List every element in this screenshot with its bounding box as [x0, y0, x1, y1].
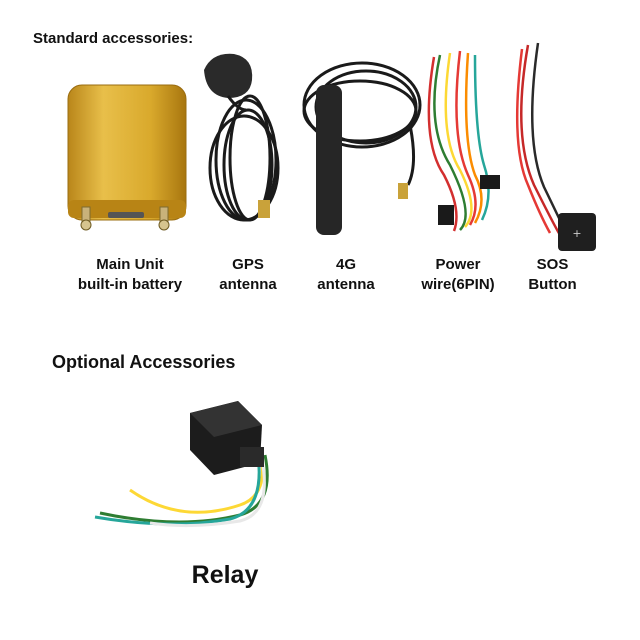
- power-wire-image: [427, 50, 500, 232]
- 4g-antenna-image: [302, 61, 422, 235]
- power-wire-caption: Power wire(6PIN): [408, 255, 508, 295]
- gps-antenna-caption: GPS antenna: [208, 255, 288, 295]
- sos-button-caption: SOS Button: [515, 255, 590, 295]
- caption-line: SOS: [536, 256, 569, 273]
- caption-line: Main Unit: [96, 256, 164, 273]
- caption-line: antenna: [219, 276, 277, 293]
- optional-accessories-heading: Optional Accessories: [52, 352, 236, 372]
- relay-caption: Relay: [170, 560, 280, 590]
- caption-line: Relay: [191, 561, 259, 589]
- caption-line: Power: [435, 256, 481, 273]
- standard-accessories-heading: Standard accessories:: [33, 30, 194, 47]
- caption-line: antenna: [317, 276, 375, 293]
- caption-line: GPS: [232, 256, 264, 273]
- gps-antenna-image: [204, 53, 280, 222]
- caption-line: wire(6PIN): [421, 276, 495, 293]
- main-unit-image: [67, 84, 187, 231]
- svg-text:+: +: [572, 227, 581, 240]
- caption-line: Button: [528, 276, 577, 293]
- caption-line: 4G: [335, 256, 356, 273]
- relay-image: [94, 401, 269, 528]
- main-unit-caption: Main Unit built-in battery: [60, 255, 200, 295]
- sos-button-image: +: [515, 42, 596, 251]
- caption-line: built-in battery: [77, 276, 183, 293]
- 4g-antenna-caption: 4G antenna: [306, 255, 386, 295]
